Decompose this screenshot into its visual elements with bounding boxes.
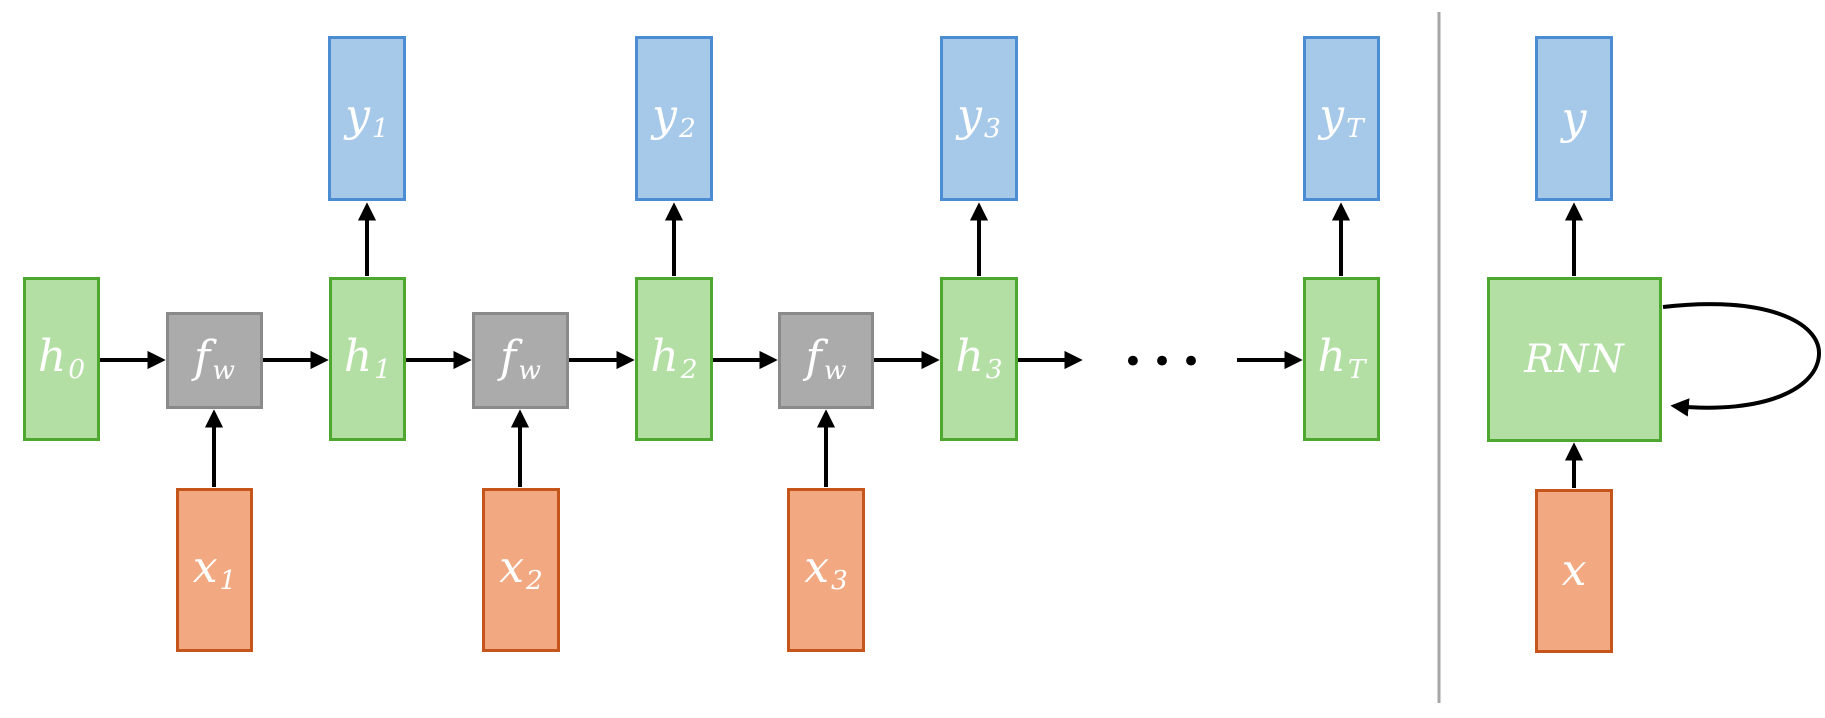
hidden-label-hT: hT xyxy=(1317,330,1366,385)
input-label-x1: x1 xyxy=(192,541,237,596)
hidden-box-h0: h0 xyxy=(23,277,100,441)
hidden-label-h3: h3 xyxy=(955,330,1003,385)
output-box-y: y xyxy=(1535,36,1613,201)
function-label-fw2: fw xyxy=(500,332,541,387)
input-box-x3: x3 xyxy=(787,488,865,652)
ellipsis-dots: ••• xyxy=(1122,342,1211,382)
hidden-label-h0: h0 xyxy=(37,330,86,385)
output-label-y2: y2 xyxy=(652,90,696,145)
hidden-label-h2: h2 xyxy=(650,330,698,385)
input-box-x1: x1 xyxy=(176,488,253,652)
output-box-y1: y1 xyxy=(328,36,406,201)
function-box-fw2: fw xyxy=(472,312,569,409)
function-label-fw1: fw xyxy=(194,332,235,387)
output-label-y: y xyxy=(1561,92,1587,144)
output-label-yT: yT xyxy=(1319,90,1364,145)
input-label-x3: x3 xyxy=(804,541,848,596)
output-label-y1: y1 xyxy=(345,90,389,145)
output-box-y3: y3 xyxy=(940,36,1018,201)
output-box-y2: y2 xyxy=(635,36,713,201)
hidden-box-h3: h3 xyxy=(940,277,1018,441)
hidden-box-h2: h2 xyxy=(635,277,713,441)
input-box-x2: x2 xyxy=(482,488,560,652)
hidden-box-hT: hT xyxy=(1303,277,1380,441)
input-box-x: x xyxy=(1535,489,1613,653)
input-label-x: x xyxy=(1561,545,1587,596)
hidden-label-h1: h1 xyxy=(343,330,392,385)
hidden-box-h1: h1 xyxy=(329,277,406,441)
function-box-fw3: fw xyxy=(778,312,874,409)
output-label-y3: y3 xyxy=(957,90,1001,145)
rnn-cell-box: RNN xyxy=(1487,277,1662,442)
rnn-cell-label: RNN xyxy=(1524,337,1625,382)
function-box-fw1: fw xyxy=(166,312,263,409)
output-box-yT: yT xyxy=(1303,36,1380,201)
rnn-self-loop-arrow xyxy=(1662,302,1822,417)
function-label-fw3: fw xyxy=(805,332,847,387)
input-label-x2: x2 xyxy=(499,541,543,596)
